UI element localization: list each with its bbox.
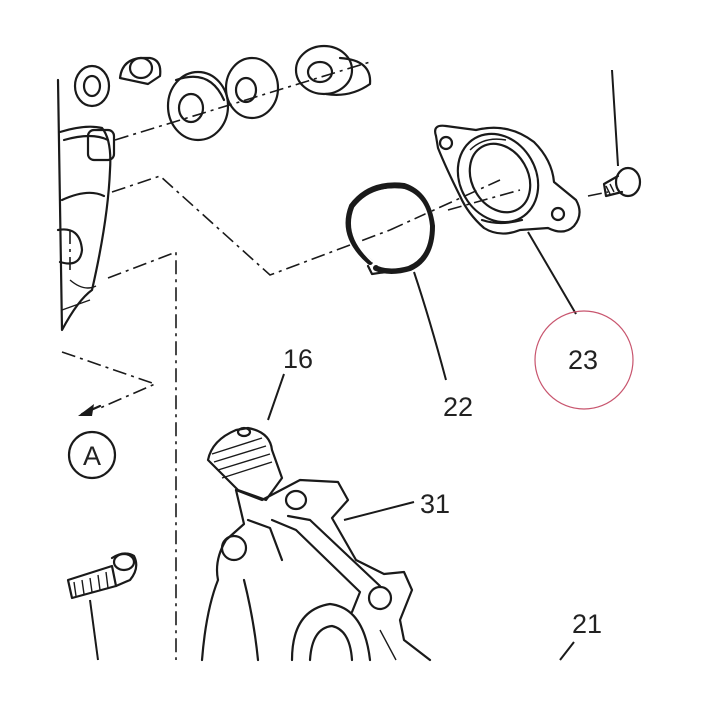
flange-cover-part-23 [434,124,581,235]
view-arrowhead-icon [78,404,94,416]
callout-23: 23 [568,345,598,375]
o-ring-part-22 [345,182,436,276]
view-a-circle [67,430,117,480]
callout-16: 16 [283,344,313,374]
callout-22: 22 [443,392,473,422]
screw [602,69,642,198]
leader-lines [267,231,577,661]
washer-stack [73,44,372,142]
thermostat-housing-part-31 [200,426,432,662]
assembly-path-lines [61,175,609,660]
engine-casing [56,78,116,332]
long-bolt [66,552,138,661]
highlight-circle [534,310,634,410]
callout-31: 31 [420,489,450,519]
view-a-label: A [83,441,101,471]
view-a-marker: A [67,404,117,480]
callout-21: 21 [572,609,602,639]
